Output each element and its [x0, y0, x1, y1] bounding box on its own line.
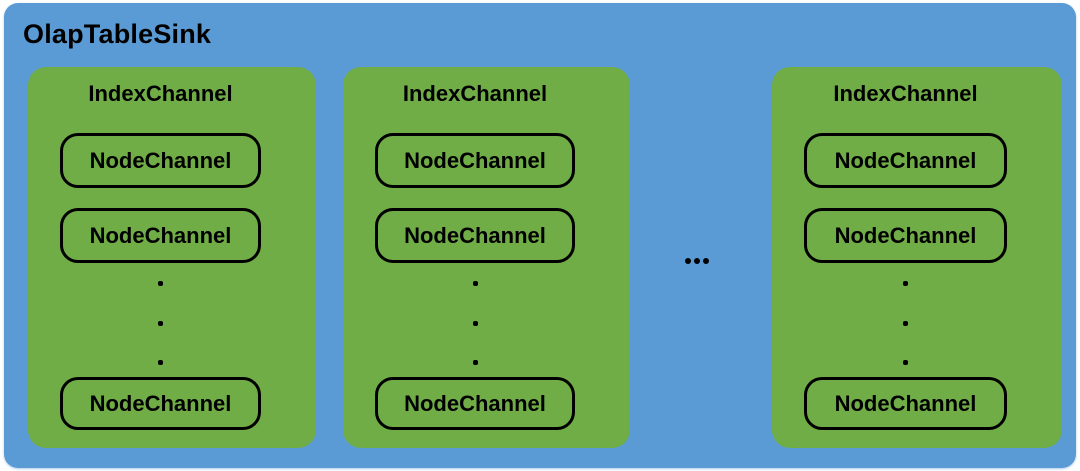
node-channel-box: NodeChannel [60, 208, 261, 263]
horizontal-ellipsis-dot [685, 258, 691, 264]
node-channel-box: NodeChannel [804, 208, 1007, 263]
vertical-ellipsis-dot [158, 321, 163, 326]
index-channel-group: IndexChannel NodeChannel NodeChannel Nod… [28, 67, 316, 448]
node-channel-box: NodeChannel [804, 133, 1007, 188]
node-channel-box: NodeChannel [375, 133, 575, 188]
node-channel-box: NodeChannel [375, 208, 575, 263]
vertical-ellipsis-dot [472, 360, 478, 365]
index-channel-title: IndexChannel [88, 81, 233, 106]
olap-table-sink-container: OlapTableSink IndexChannel NodeChannel N… [4, 3, 1076, 468]
vertical-ellipsis-dot [903, 321, 908, 326]
vertical-ellipsis-dot [472, 281, 478, 286]
index-channel-group: IndexChannel NodeChannel NodeChannel Nod… [343, 67, 630, 448]
horizontal-ellipsis-dot [703, 258, 709, 264]
horizontal-ellipsis-dot [694, 258, 700, 264]
vertical-ellipsis-dot [903, 360, 908, 365]
horizontal-ellipsis [685, 258, 709, 264]
vertical-ellipsis-dot [158, 281, 163, 286]
index-channel-title: IndexChannel [833, 81, 978, 106]
node-channel-box: NodeChannel [375, 377, 575, 430]
node-channel-box: NodeChannel [60, 133, 261, 188]
vertical-ellipsis-dot [903, 281, 908, 286]
olap-table-sink-title: OlapTableSink [23, 19, 212, 49]
vertical-ellipsis-dot [472, 321, 478, 326]
vertical-ellipsis-dot [158, 360, 163, 365]
node-channel-box: NodeChannel [60, 377, 261, 430]
node-channel-box: NodeChannel [804, 377, 1007, 430]
index-channel-title: IndexChannel [402, 81, 548, 106]
index-channel-group: IndexChannel NodeChannel NodeChannel Nod… [772, 67, 1062, 448]
